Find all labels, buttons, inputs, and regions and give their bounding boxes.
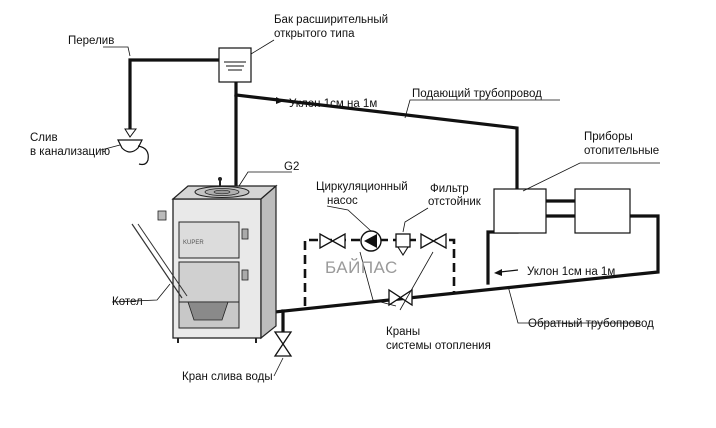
slope-arrow-top	[262, 97, 284, 104]
sediment-filter-icon	[395, 233, 411, 257]
drain-funnel-icon	[117, 128, 149, 166]
tank-label-line1: Бак расширительный	[274, 14, 388, 26]
bypass-label: БАЙПАС	[325, 258, 398, 277]
leader-lines	[100, 39, 660, 377]
filter-label-line2: отстойник	[428, 196, 482, 208]
drain-valve-icon	[273, 331, 293, 357]
main-line-valve	[388, 288, 413, 307]
slope-arrow-bottom	[494, 269, 519, 276]
radiator-link-pipes	[544, 199, 577, 218]
circulation-pump-icon	[360, 230, 382, 252]
boiler-brand: KUPER	[183, 240, 204, 246]
radiators-label-line2: отопительные	[584, 145, 659, 157]
radiator-right	[574, 188, 631, 234]
supply-pipe-label: Подающий трубопровод	[412, 88, 542, 100]
drain-label-line1: Слив	[30, 132, 58, 144]
pump-label-line2: насос	[327, 195, 358, 207]
boiler	[131, 177, 278, 343]
radiator-left	[493, 188, 547, 234]
return-pipe-label: Обратный трубопровод	[528, 318, 654, 330]
pump-label-line1: Циркуляционный	[316, 181, 408, 193]
valves-label-line2: системы отопления	[386, 340, 491, 352]
g2-label: G2	[284, 161, 299, 173]
overflow-label: Перелив	[68, 35, 114, 47]
supply-pipe	[234, 93, 519, 191]
filter-label-line1: Фильтр	[430, 183, 469, 195]
drain-valve-label: Кран слива воды	[182, 371, 273, 383]
boiler-label: Котел	[112, 296, 143, 308]
drain-label-line2: в канализацию	[30, 146, 111, 158]
valves-label-line1: Краны	[386, 326, 420, 338]
radiators-label-line1: Приборы	[584, 131, 633, 143]
tank-label-line2: открытого типа	[274, 28, 355, 40]
bypass-valve-left	[319, 232, 346, 250]
slope-top-label: Уклон 1см на 1м	[289, 98, 377, 110]
expansion-tank	[218, 47, 252, 83]
bypass-valve-right	[420, 232, 447, 250]
slope-bottom-label: Уклон 1см на 1м	[527, 266, 615, 278]
overflow-pipe	[128, 58, 221, 129]
